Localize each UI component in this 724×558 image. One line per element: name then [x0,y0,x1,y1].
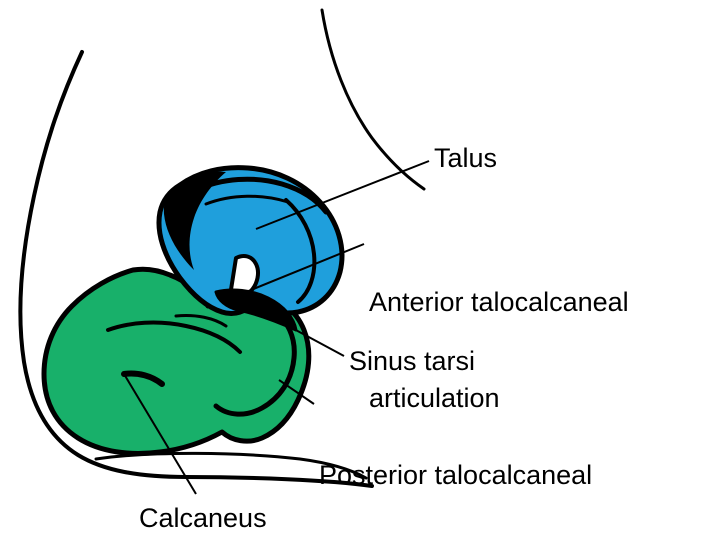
talar-neck-groove [284,198,317,304]
calcaneus-anterior-groove [174,314,228,328]
calcaneus-tubercle-mark [121,370,165,387]
label-anterior-talocalcaneal-articulation-line1: Anterior talocalcaneal [369,287,629,317]
label-talus: Talus [434,143,498,173]
talar-dome-ridge-2 [204,194,290,206]
leader-line-talus [255,160,430,230]
leader-line-sinus-tarsi [252,306,345,357]
label-calcaneus: Calcaneus [139,503,267,533]
label-anterior-talocalcaneal-articulation: Anterior talocalcaneal articulation [369,222,629,478]
ankle-anterior-outline [320,8,426,191]
talus-bone [156,165,345,332]
calcaneus-sustentaculum-ridge [106,320,242,354]
heel-posterior-outline [18,50,374,488]
label-posterior-talocalcaneal-articulation-line2: articulation [319,555,592,558]
leader-lines-group [123,160,430,495]
label-posterior-talocalcaneal-articulation-line1: Posterior talocalcaneal [319,460,593,490]
leader-line-anterior-talocalcaneal-articulation [245,243,365,293]
talus-head-shadow [163,171,226,270]
leader-line-posterior-talocalcaneal-articulation [278,379,315,405]
label-sinus-tarsi: Sinus tarsi [349,346,476,376]
label-posterior-talocalcaneal-articulation: Posterior talocalcaneal articulation [319,395,592,558]
label-anterior-talocalcaneal-articulation-line2: articulation [369,383,500,413]
leader-line-calcaneus [123,373,197,495]
talar-dome-ridge [193,176,329,215]
